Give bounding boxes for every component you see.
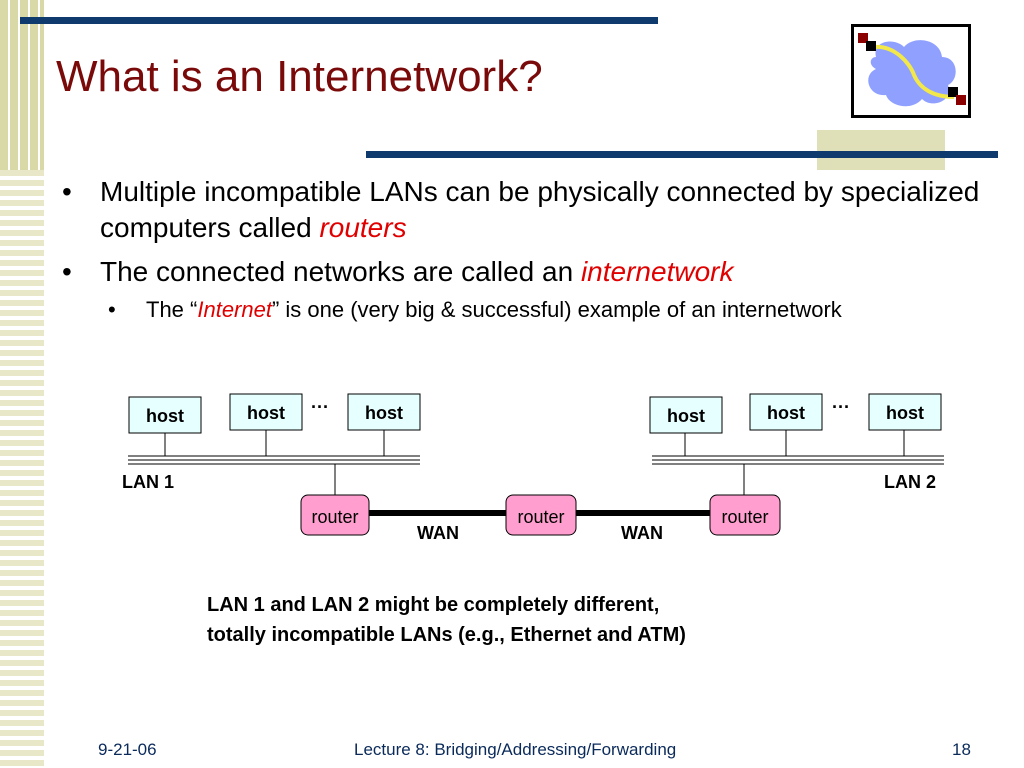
top-rule bbox=[20, 17, 658, 24]
bullet-dot: • bbox=[108, 297, 116, 322]
host-node: host bbox=[128, 396, 202, 434]
svg-text:host: host bbox=[886, 403, 924, 423]
lan2-bus bbox=[652, 455, 944, 465]
footer-date: 9-21-06 bbox=[98, 740, 157, 759]
svg-text:host: host bbox=[767, 403, 805, 423]
sub-bullet-emphasis: Internet bbox=[197, 297, 272, 322]
router-node: router bbox=[505, 494, 577, 536]
ellipsis-label: ··· bbox=[832, 397, 850, 417]
svg-text:host: host bbox=[667, 406, 705, 426]
ellipsis-label: ··· bbox=[311, 397, 329, 417]
bullet-emphasis: routers bbox=[319, 212, 407, 243]
accent-block bbox=[817, 130, 945, 170]
svg-text:host: host bbox=[365, 403, 403, 423]
wan-label: WAN bbox=[621, 523, 663, 543]
bullet-text: The connected networks are called an bbox=[100, 256, 581, 287]
bullet-item: • The connected networks are called an i… bbox=[62, 254, 992, 290]
host-node: host bbox=[347, 393, 421, 431]
diagram-note: LAN 1 and LAN 2 might be completely diff… bbox=[207, 590, 686, 650]
lan1-bus bbox=[128, 455, 420, 465]
network-cloud-icon bbox=[851, 24, 971, 118]
bullet-text: Multiple incompatible LANs can be physic… bbox=[100, 176, 980, 243]
note-line: LAN 1 and LAN 2 might be completely diff… bbox=[207, 594, 660, 616]
mid-rule bbox=[366, 151, 998, 158]
bullet-dot: • bbox=[62, 176, 72, 207]
internetwork-diagram: host host ··· host host host ··· host LA… bbox=[122, 393, 944, 543]
bullet-item: • Multiple incompatible LANs can be phys… bbox=[62, 174, 992, 246]
wan-label: WAN bbox=[417, 523, 459, 543]
svg-text:router: router bbox=[311, 507, 358, 527]
svg-text:host: host bbox=[146, 406, 184, 426]
bullet-emphasis: internetwork bbox=[580, 256, 734, 287]
host-node: host bbox=[649, 396, 723, 434]
note-line: totally incompatible LANs (e.g., Etherne… bbox=[207, 624, 686, 646]
sub-bullet-post: ” is one (very big & successful) example… bbox=[271, 297, 842, 322]
svg-text:host: host bbox=[247, 403, 285, 423]
left-decoration-top bbox=[0, 0, 44, 170]
svg-text:router: router bbox=[721, 507, 768, 527]
host-node: host bbox=[868, 393, 942, 431]
footer-page-number: 18 bbox=[952, 740, 971, 759]
lan1-label: LAN 1 bbox=[122, 472, 174, 492]
page-title: What is an Internetwork? bbox=[56, 52, 543, 101]
bullet-list: • Multiple incompatible LANs can be phys… bbox=[62, 174, 992, 324]
host-node: host bbox=[749, 393, 823, 431]
footer-lecture: Lecture 8: Bridging/Addressing/Forwardin… bbox=[354, 740, 677, 759]
sub-bullet-pre: The “ bbox=[146, 297, 198, 322]
host-node: host bbox=[229, 393, 303, 431]
router-node: router bbox=[709, 494, 781, 536]
svg-text:router: router bbox=[517, 507, 564, 527]
sub-bullet-item: • The “Internet” is one (very big & succ… bbox=[62, 296, 992, 324]
router-node: router bbox=[300, 494, 370, 536]
bullet-dot: • bbox=[62, 256, 72, 287]
lan2-label: LAN 2 bbox=[884, 472, 936, 492]
